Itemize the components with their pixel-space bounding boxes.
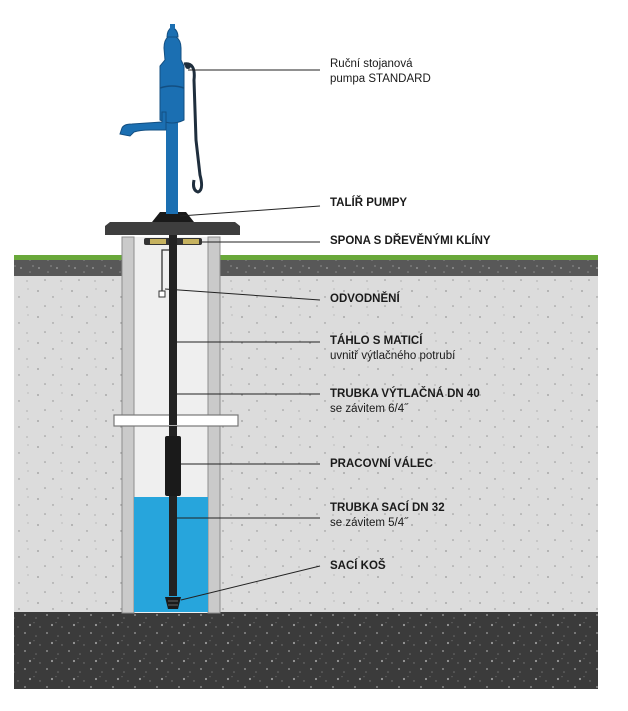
label-suction-pipe-title: TRUBKA SACÍ DN 32 [330, 502, 445, 514]
label-discharge-pipe: TRUBKA VÝTLAČNÁ DN 40 se závitem 6/4˝ [330, 387, 480, 417]
label-discharge-pipe-title: TRUBKA VÝTLAČNÁ DN 40 [330, 388, 480, 400]
label-foot-strainer-text: SACÍ KOŠ [330, 560, 386, 572]
label-clamp-text: SPONA S DŘEVĚNÝMI KLÍNY [330, 235, 491, 247]
label-cylinder-text: PRACOVNÍ VÁLEC [330, 458, 433, 470]
label-clamp: SPONA S DŘEVĚNÝMI KLÍNY [330, 234, 491, 249]
foot-strainer [165, 597, 181, 609]
pump-base-cone [152, 212, 194, 222]
pump-spout [119, 111, 167, 137]
label-drainage: ODVODNĚNÍ [330, 292, 400, 307]
discharge-pipe-lower [169, 426, 177, 436]
label-foot-strainer: SACÍ KOŠ [330, 559, 386, 574]
label-pump-plate-text: TALÍŘ PUMPY [330, 197, 408, 209]
label-hand-pump-line2: pumpa STANDARD [330, 73, 431, 85]
drainage-outlet [158, 290, 166, 298]
working-cylinder [165, 436, 181, 496]
label-pump-rod: TÁHLO S MATICÍ uvnitř výtlačného potrubí [330, 334, 455, 364]
label-drainage-text: ODVODNĚNÍ [330, 293, 400, 305]
pump-handle [183, 62, 204, 194]
soil-layer [14, 275, 598, 612]
suction-pipe [169, 496, 177, 596]
wooden-wedge-left [150, 239, 166, 244]
label-discharge-pipe-subtitle: se závitem 6/4˝ [330, 403, 408, 415]
bedrock-layer [14, 612, 598, 689]
pump-handle-pivot [185, 63, 191, 69]
label-hand-pump-line1: Ruční stojanová [330, 58, 413, 70]
leader-lines [164, 69, 321, 601]
label-cylinder: PRACOVNÍ VÁLEC [330, 457, 433, 472]
wooden-wedge-right [183, 239, 199, 244]
label-suction-pipe-subtitle: se závitem 5/4˝ [330, 517, 408, 529]
pump-plate [105, 222, 240, 235]
label-suction-pipe: TRUBKA SACÍ DN 32 se závitem 5/4˝ [330, 501, 445, 531]
label-pump-plate: TALÍŘ PUMPY [330, 196, 407, 211]
drainage-tube [161, 249, 172, 294]
label-pump-rod-subtitle: uvnitř výtlačného potrubí [330, 350, 456, 362]
topsoil-strip [14, 259, 598, 276]
pump-body [159, 36, 185, 124]
label-hand-pump: Ruční stojanová pumpa STANDARD [330, 57, 431, 87]
pump-column [166, 118, 178, 214]
pump-top-nub [170, 24, 175, 29]
label-pump-rod-title: TÁHLO S MATICÍ [330, 335, 423, 347]
hand-pump [119, 24, 204, 222]
grass-line [14, 255, 598, 260]
discharge-pipe [169, 235, 177, 425]
pump-ring [159, 85, 185, 89]
